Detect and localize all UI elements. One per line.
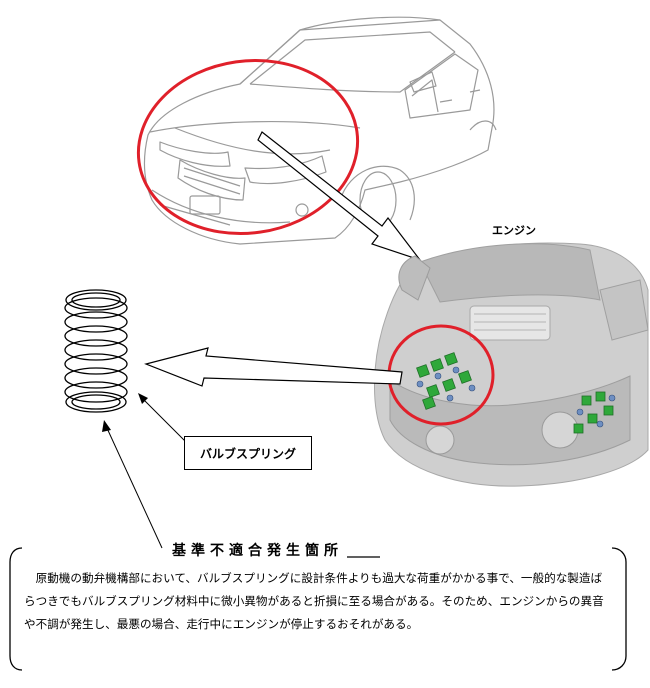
defect-section-title: 基準不適合発生箇所 (168, 540, 347, 560)
callout-arrow-icon (138, 393, 148, 404)
car-illustration (143, 16, 497, 245)
car-hood-highlight-circle (136, 58, 360, 236)
valve-spring-label: バルブスプリング (199, 446, 296, 461)
engine-to-spring-arrow (144, 347, 403, 387)
left-bank-valve-parts (416, 352, 472, 410)
label-callout-line (141, 397, 191, 447)
engine-label: エンジン (492, 224, 536, 237)
defect-section-body: 原動機の動弁機構部において、バルブスプリングに設計条件よりも過大な荷重がかかる事… (24, 571, 604, 631)
defect-panel-frame (9, 547, 627, 671)
right-bank-valve-parts (573, 391, 614, 434)
valve-spring-label-box: バルブスプリング (184, 436, 312, 470)
panel-callout-line (105, 425, 163, 549)
car-to-engine-arrow (257, 131, 422, 262)
engine-illustration (374, 242, 649, 487)
valve-spring-icon (64, 289, 128, 413)
